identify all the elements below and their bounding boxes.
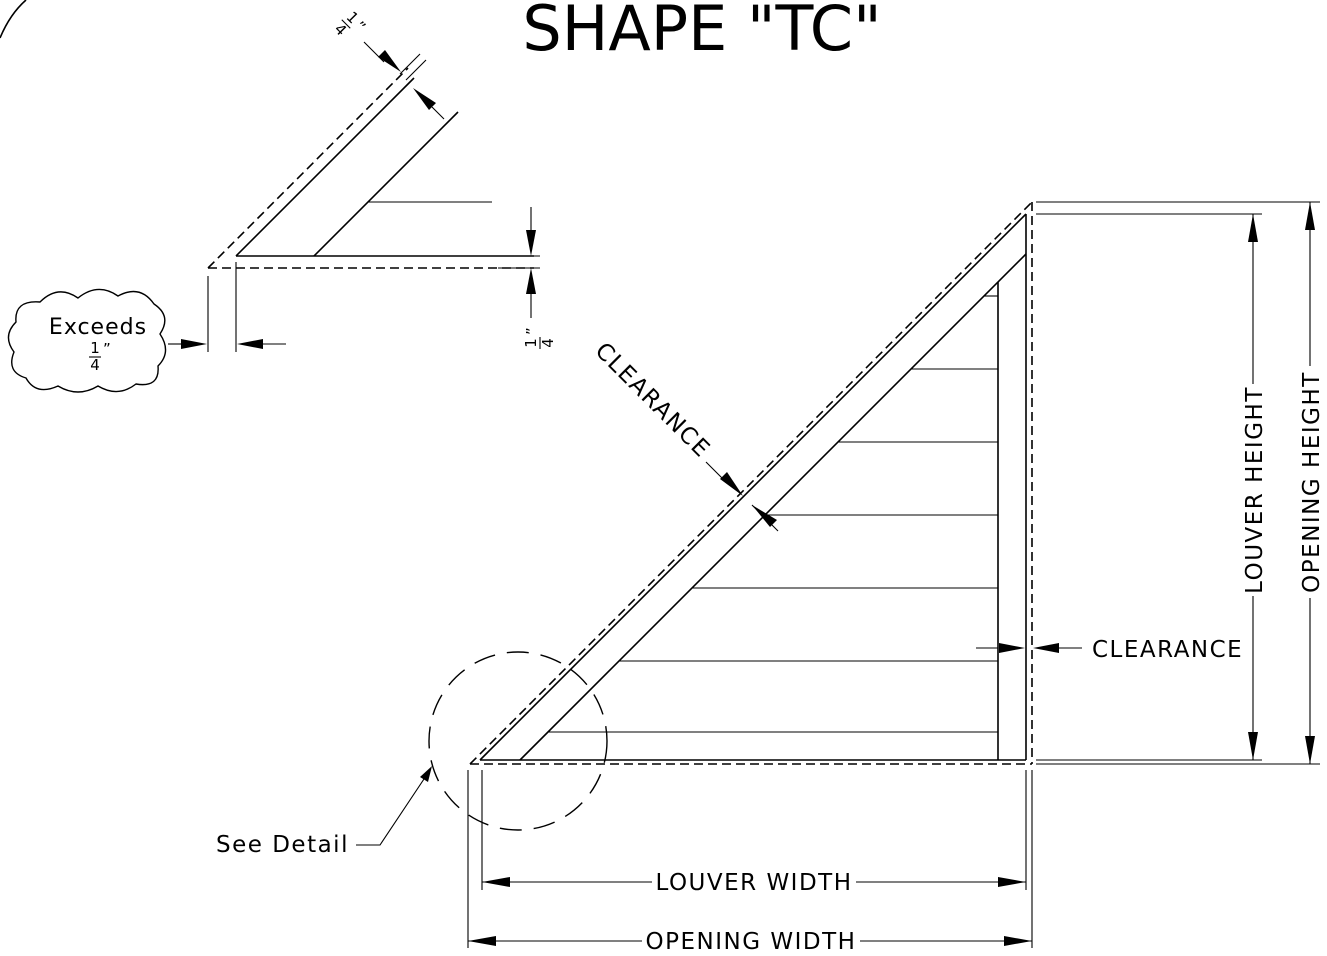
- exceeds-cloud-note: Exceeds 1 4 ”: [7, 288, 167, 393]
- detail-diag-leader: [363, 41, 385, 63]
- arrowhead: [1033, 643, 1059, 653]
- arrowhead: [1004, 936, 1032, 946]
- arrowhead: [526, 230, 536, 256]
- exceeds-label: Exceeds: [49, 315, 147, 340]
- arrowhead: [720, 472, 743, 496]
- width-dimensions: LOUVER WIDTH OPENING WIDTH: [467, 770, 1033, 955]
- see-detail-arrowhead: [420, 766, 432, 782]
- clearance-diagonal-leader: [705, 461, 723, 479]
- inch-mark: ”: [523, 327, 541, 335]
- border-arc-fragment: [0, 0, 27, 39]
- fraction-denominator: 4: [331, 20, 350, 39]
- arrowhead: [181, 339, 207, 349]
- fraction-denominator: 4: [539, 338, 557, 348]
- louver-width-label: LOUVER WIDTH: [655, 870, 852, 896]
- arrowhead: [526, 268, 536, 294]
- arrowhead: [378, 50, 401, 72]
- frame-inner-diagonal: [519, 253, 1027, 761]
- right-clearance-callout: CLEARANCE: [976, 637, 1243, 663]
- clearance-diagonal-label: CLEARANCE: [590, 338, 715, 463]
- fraction-bar: [341, 19, 351, 29]
- detail-circle: [428, 651, 608, 831]
- arrowhead: [482, 877, 510, 887]
- main-louver-shape: [469, 201, 1033, 765]
- detail-vertical-fraction: 1 4 ”: [522, 327, 557, 349]
- page-title: SHAPE "TC": [522, 0, 881, 65]
- arrowhead: [999, 643, 1025, 653]
- clearance-diagonal-tail: [751, 504, 779, 532]
- fraction-numerator: 1: [522, 338, 540, 348]
- arrowhead: [413, 88, 436, 110]
- arrowhead: [1305, 202, 1315, 230]
- fraction-denominator: 4: [90, 356, 100, 374]
- inch-mark: ”: [103, 340, 111, 358]
- arrowhead: [1248, 732, 1258, 760]
- arrowhead: [998, 877, 1026, 887]
- height-dimensions: LOUVER HEIGHT OPENING HEIGHT: [1036, 201, 1325, 765]
- cloud-outline: [7, 288, 167, 393]
- detail-diagonal-fraction: 1 4 ”: [331, 8, 370, 39]
- see-detail-leader: [356, 769, 431, 846]
- diagonal-clearance-callout: CLEARANCE: [590, 338, 779, 532]
- detail-frame-inner: [313, 111, 459, 257]
- detail-diag-ext: [399, 53, 421, 75]
- opening-width-label: OPENING WIDTH: [646, 929, 857, 955]
- clearance-right-label: CLEARANCE: [1092, 637, 1243, 663]
- detail-diag-ext: [405, 59, 427, 81]
- detail-opening-diagonal: [207, 67, 409, 269]
- arrowhead: [237, 339, 263, 349]
- opening-diagonal-edge: [469, 201, 1033, 765]
- detail-diag-tail: [431, 106, 445, 120]
- opening-height-label: OPENING HEIGHT: [1299, 371, 1325, 593]
- fraction-numerator: 1: [90, 339, 100, 357]
- louver-diagonal-edge: [479, 213, 1027, 761]
- arrowhead: [1248, 214, 1258, 242]
- arrowhead: [468, 936, 496, 946]
- see-detail-label: See Detail: [216, 832, 349, 858]
- corner-detail-view: 1 4 ” 1 4 ”: [168, 8, 557, 352]
- detail-louver-diagonal: [235, 77, 415, 257]
- exceeds-fraction: 1 4 ”: [89, 339, 111, 374]
- arrowhead: [1305, 736, 1315, 764]
- louver-height-label: LOUVER HEIGHT: [1242, 386, 1268, 594]
